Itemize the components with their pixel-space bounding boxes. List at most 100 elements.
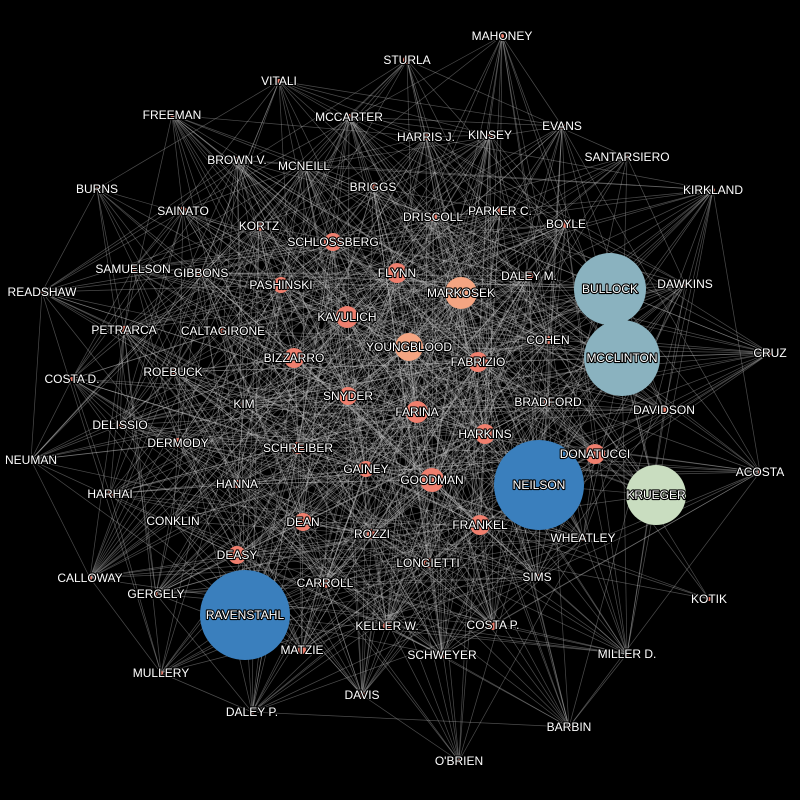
graph-edge xyxy=(303,165,349,397)
node-sturla[interactable] xyxy=(403,56,411,64)
graph-edge xyxy=(365,210,501,470)
node-petrarca[interactable] xyxy=(120,326,128,334)
node-costad[interactable] xyxy=(70,377,74,381)
node-kirkland[interactable] xyxy=(711,188,715,192)
node-parkerc[interactable] xyxy=(496,207,504,215)
node-daleyp[interactable] xyxy=(250,710,254,714)
node-obrien[interactable] xyxy=(457,759,461,763)
graph-edge xyxy=(236,357,295,485)
graph-edge xyxy=(251,624,494,713)
graph-edge xyxy=(41,210,184,293)
node-gibbons[interactable] xyxy=(197,269,205,277)
node-kim[interactable] xyxy=(241,401,247,407)
node-cruz[interactable] xyxy=(768,351,772,355)
node-snyder[interactable] xyxy=(339,387,357,405)
node-sims[interactable] xyxy=(534,574,540,580)
graph-edge xyxy=(626,189,714,655)
node-bizzarro[interactable] xyxy=(284,348,304,368)
node-kortz[interactable] xyxy=(254,221,264,231)
node-briggs[interactable] xyxy=(369,183,377,191)
node-gergely[interactable] xyxy=(154,592,158,596)
node-readshaw[interactable] xyxy=(40,290,44,294)
node-mahoney[interactable] xyxy=(500,34,504,38)
node-krueger[interactable] xyxy=(626,465,686,525)
node-cohen[interactable] xyxy=(544,336,552,344)
node-bullock[interactable] xyxy=(574,253,646,325)
node-vitali[interactable] xyxy=(277,79,281,83)
node-youngblood[interactable] xyxy=(395,333,423,361)
node-farina[interactable] xyxy=(406,401,428,423)
node-rozzi[interactable] xyxy=(367,529,377,539)
node-bradford[interactable] xyxy=(544,398,552,406)
node-dermody[interactable] xyxy=(173,438,183,448)
node-carroll[interactable] xyxy=(320,578,330,588)
node-burns[interactable] xyxy=(95,187,99,191)
node-goodman[interactable] xyxy=(420,468,444,492)
node-dawkins[interactable] xyxy=(683,282,687,286)
graph-edge xyxy=(155,484,540,595)
node-caltagirone[interactable] xyxy=(219,327,227,335)
node-santarsiero[interactable] xyxy=(625,155,629,159)
graph-edge xyxy=(280,116,350,286)
node-longietti[interactable] xyxy=(423,558,433,568)
node-fabrizio[interactable] xyxy=(468,352,488,372)
node-mullery[interactable] xyxy=(159,671,163,675)
node-davidson[interactable] xyxy=(661,407,667,413)
node-boyle[interactable] xyxy=(562,220,570,228)
node-hanna[interactable] xyxy=(233,480,241,488)
node-label-readshaw: READSHAW xyxy=(8,285,78,299)
graph-edge xyxy=(303,125,563,167)
node-brownv[interactable] xyxy=(234,157,240,163)
node-roebuck[interactable] xyxy=(169,368,177,376)
graph-edge xyxy=(160,403,245,674)
node-daleym[interactable] xyxy=(525,272,533,280)
node-costap[interactable] xyxy=(488,620,498,630)
node-neilson[interactable] xyxy=(494,440,584,530)
graph-edge xyxy=(479,524,584,539)
node-harrisj[interactable] xyxy=(423,134,429,140)
node-schreiber[interactable] xyxy=(292,442,304,454)
node-evans[interactable] xyxy=(559,123,565,129)
node-sainato[interactable] xyxy=(179,207,187,215)
graph-edge xyxy=(71,272,202,380)
node-flynn[interactable] xyxy=(387,263,407,283)
node-millerd[interactable] xyxy=(625,652,629,656)
node-pashinski[interactable] xyxy=(273,277,289,293)
node-donatucci[interactable] xyxy=(585,444,605,464)
graph-edge xyxy=(236,533,373,556)
node-samuelson[interactable] xyxy=(130,266,136,272)
node-freeman[interactable] xyxy=(170,113,174,117)
node-dean[interactable] xyxy=(294,513,312,531)
node-calloway[interactable] xyxy=(88,576,92,580)
node-acosta[interactable] xyxy=(758,470,762,474)
node-neuman[interactable] xyxy=(29,458,33,462)
node-driscoll[interactable] xyxy=(429,213,437,221)
node-ravenstahl[interactable] xyxy=(200,570,290,660)
node-label-donatucci: DONATUCCI xyxy=(560,447,630,461)
node-barbin[interactable] xyxy=(567,725,571,729)
node-kinsey[interactable] xyxy=(487,132,493,138)
node-kellerw[interactable] xyxy=(383,622,391,630)
graph-edge xyxy=(182,210,282,286)
graph-edge xyxy=(297,447,460,762)
node-matzie[interactable] xyxy=(298,646,306,654)
node-wheatley[interactable] xyxy=(580,535,586,541)
node-markosek[interactable] xyxy=(445,277,477,309)
node-schlossberg[interactable] xyxy=(324,233,342,251)
node-conklin[interactable] xyxy=(170,518,176,524)
node-mccarter[interactable] xyxy=(346,114,352,120)
node-gainey[interactable] xyxy=(358,461,374,477)
node-kotik[interactable] xyxy=(707,597,711,601)
graph-edge xyxy=(302,521,570,728)
node-mcclinton[interactable] xyxy=(584,320,660,396)
node-mcneill[interactable] xyxy=(301,163,307,169)
node-kavulich[interactable] xyxy=(336,306,358,328)
node-davis[interactable] xyxy=(359,692,365,698)
node-schweyer[interactable] xyxy=(439,652,445,658)
node-harkins[interactable] xyxy=(475,424,495,444)
node-harhai[interactable] xyxy=(107,491,113,497)
graph-edge xyxy=(431,361,479,481)
node-deasy[interactable] xyxy=(228,546,246,564)
node-delissio[interactable] xyxy=(117,422,123,428)
node-frankel[interactable] xyxy=(470,515,490,535)
